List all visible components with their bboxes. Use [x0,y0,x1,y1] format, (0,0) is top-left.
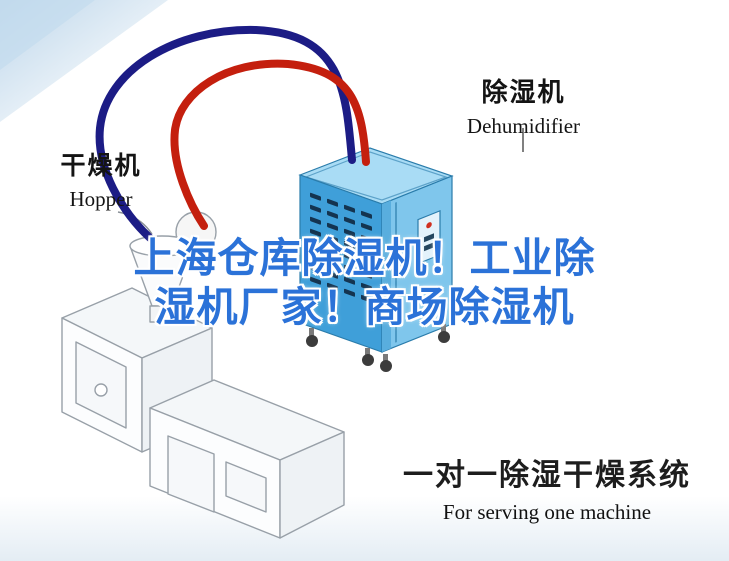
dehumidifier-illustration [298,147,454,372]
bottom-caption: 一对一除湿干燥系统 For serving one machine [403,450,691,525]
pipe-blue [95,25,356,242]
page-title-line1: 上海仓库除湿机！工业除 [133,235,596,281]
pipe-red [170,59,370,230]
power-indicator [426,222,432,229]
dehumidifier-label-en: Dehumidifier [466,114,581,138]
hopper-label-en: Hopper [69,187,133,211]
page-title: 上海仓库除湿机！工业除 湿机厂家！商场除湿机 [0,234,729,332]
bottom-caption-en: For serving one machine [442,500,652,524]
hopper-label: 干燥机 Hopper [36,146,166,212]
dehumidifier-wheels [306,324,450,372]
bottom-gradient-decoration [0,496,729,561]
dehumidifier-label-cn: 除湿机 [481,77,566,107]
hopper-machine-illustration [61,211,345,539]
corner-decoration-top-left [0,0,168,122]
page-title-line2: 湿机厂家！商场除湿机 [154,284,575,330]
hopper-label-cn: 干燥机 [60,152,142,180]
dehumidifier-label: 除湿机 Dehumidifier [446,72,601,139]
bottom-caption-cn: 一对一除湿干燥系统 [403,459,691,492]
